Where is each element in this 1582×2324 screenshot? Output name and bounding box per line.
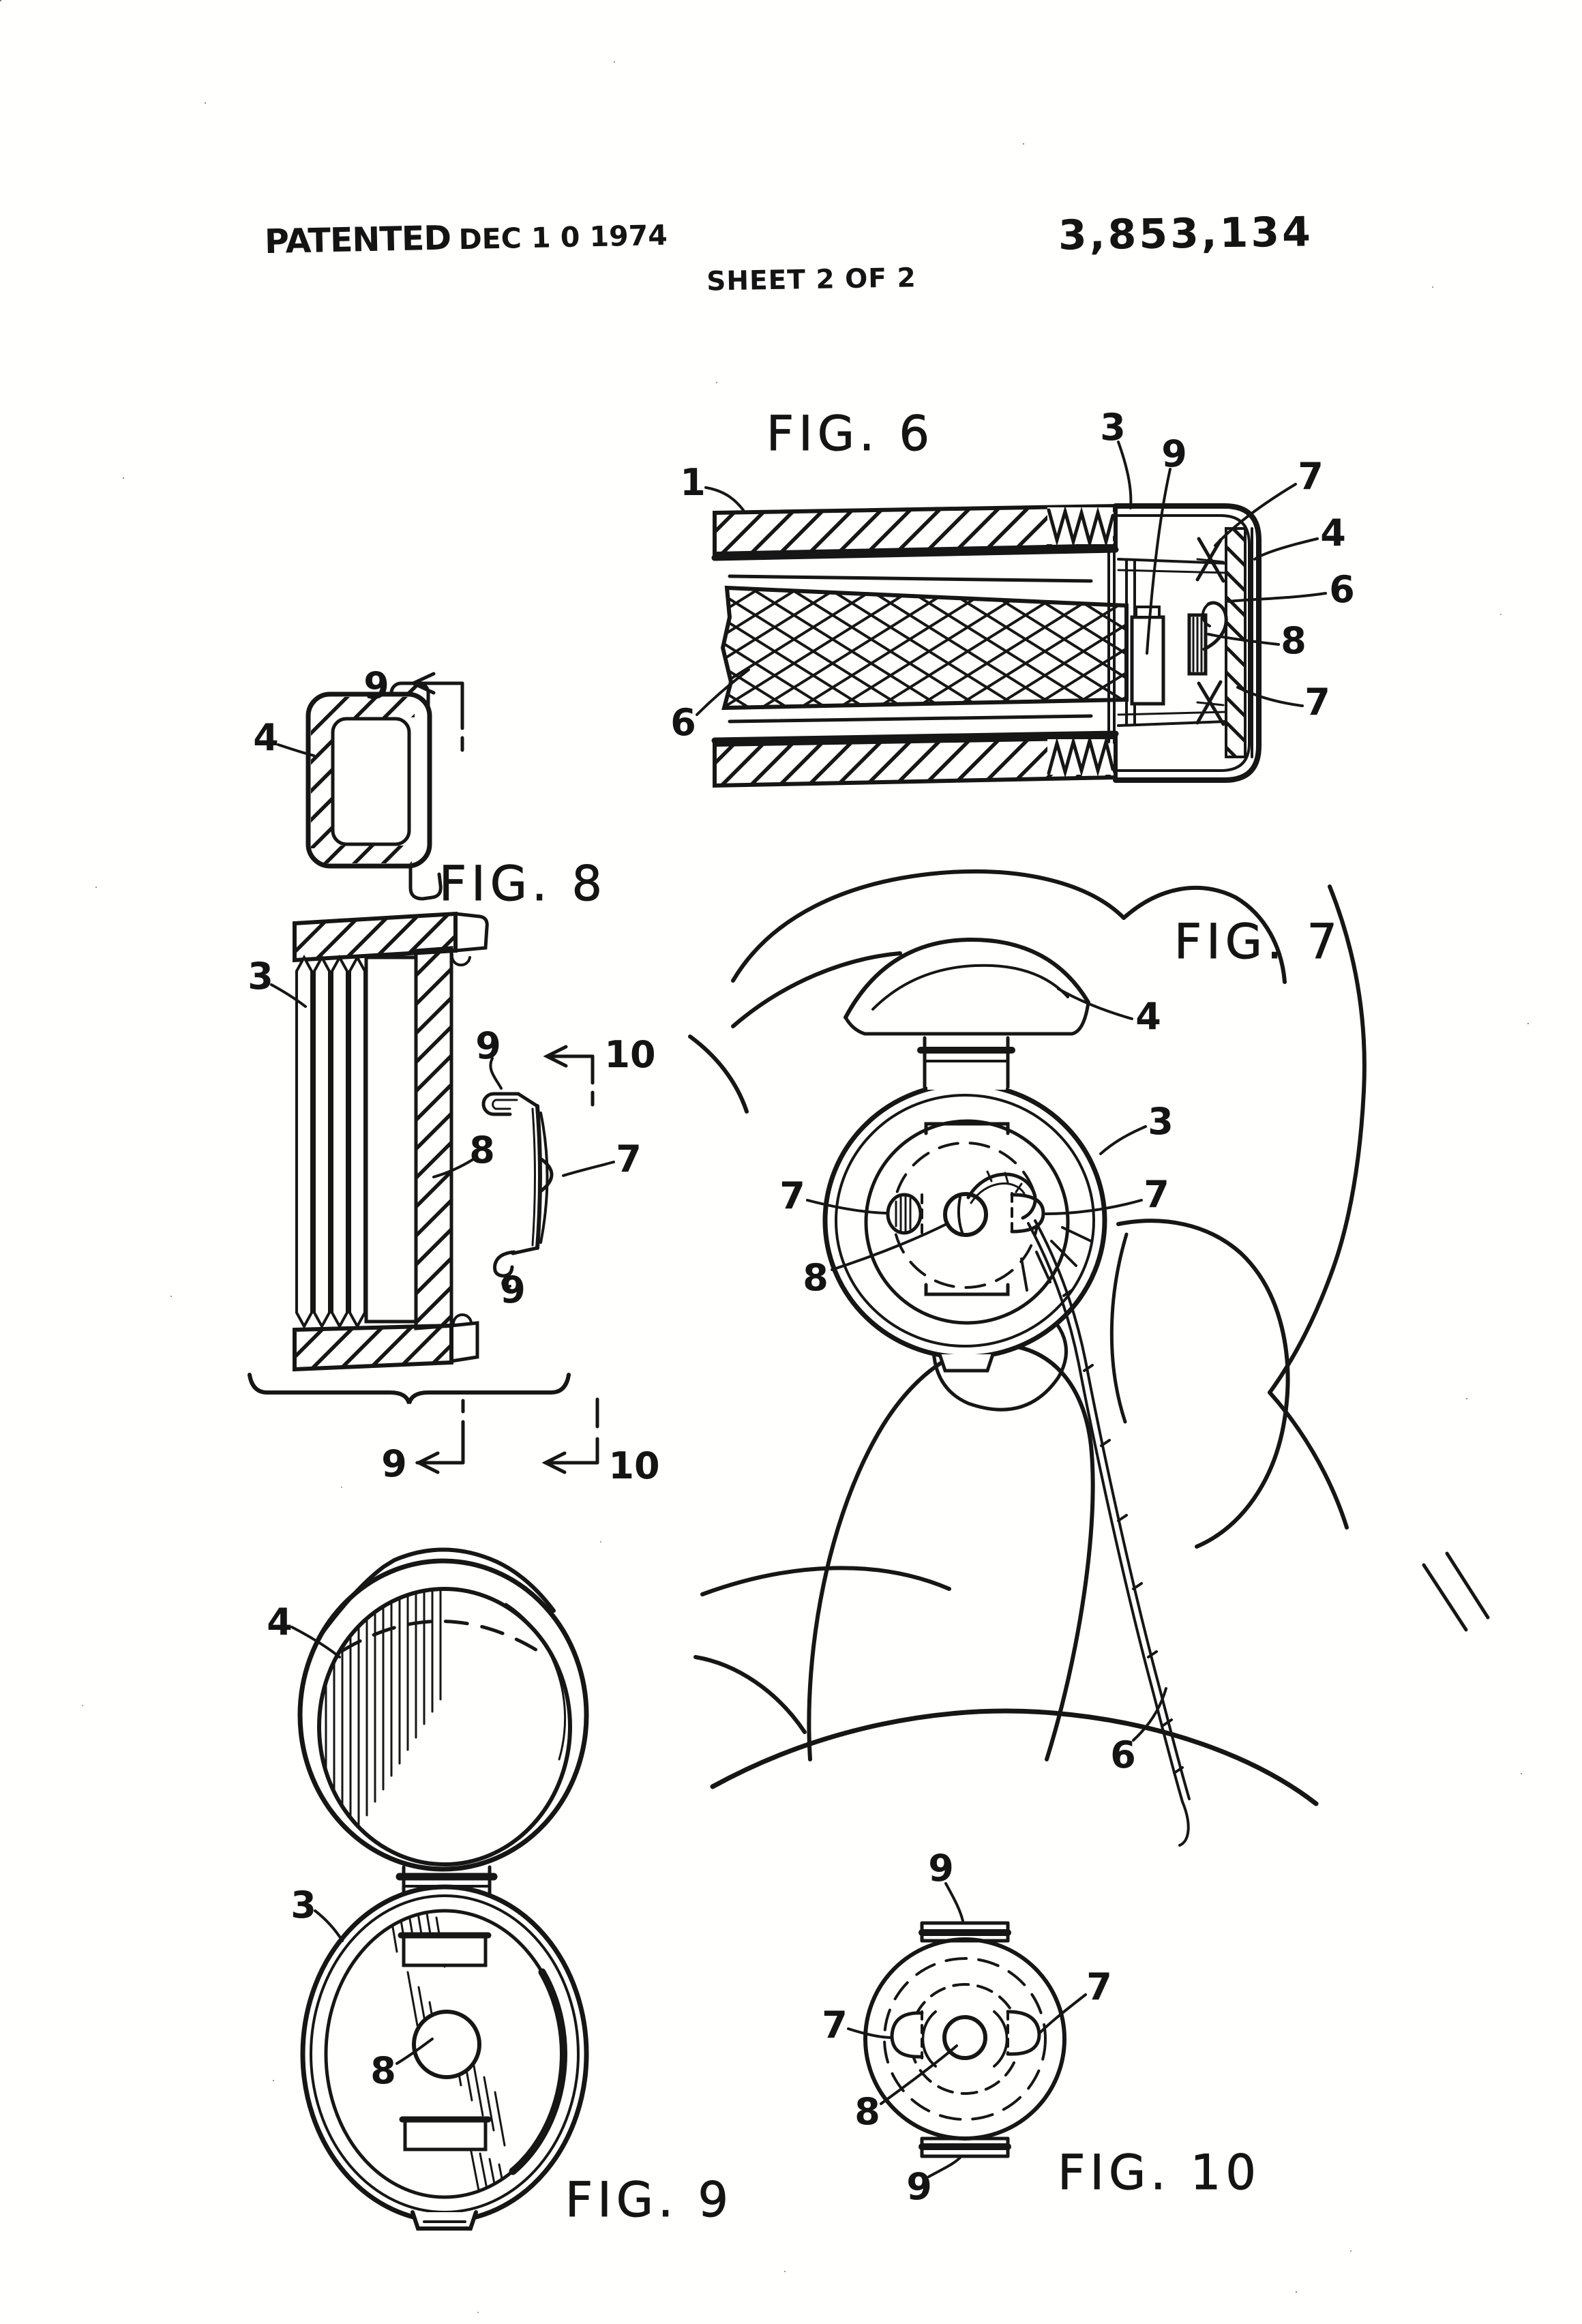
fig9-callout-3: 3 bbox=[290, 1883, 316, 1926]
fig6-callout-9: 9 bbox=[1161, 432, 1187, 475]
fig8-section-marker-10-bottom bbox=[541, 1397, 599, 1474]
fig8-leader-lines bbox=[270, 743, 615, 1289]
fig9-callout-8: 8 bbox=[370, 2049, 396, 2092]
fig7-callout-4: 4 bbox=[1135, 995, 1161, 1038]
fig6-clip-springs bbox=[1195, 537, 1225, 726]
fig6-callout-7-top: 7 bbox=[1298, 455, 1324, 498]
fig7-callout-7-right: 7 bbox=[1144, 1173, 1169, 1216]
fig8-callout-10-bottom: 10 bbox=[608, 1444, 659, 1487]
fig10-callout-9-top: 9 bbox=[928, 1847, 954, 1890]
fig6-callout-1: 1 bbox=[680, 461, 706, 504]
fig6-callout-3: 3 bbox=[1100, 406, 1126, 449]
fig6-floss-path bbox=[1202, 601, 1228, 651]
fig8-callout-9-top: 9 bbox=[363, 664, 389, 707]
fig8-group: FIG. 8 bbox=[248, 664, 660, 1487]
scan-noise bbox=[0, 0, 1, 1]
fig7-callout-6: 6 bbox=[1110, 1733, 1136, 1776]
fig7-floss-strand bbox=[1020, 1219, 1191, 1847]
fig7-callout-3: 3 bbox=[1148, 1100, 1174, 1143]
fig8-callout-7: 7 bbox=[616, 1137, 642, 1180]
fig8-cap bbox=[305, 681, 443, 901]
fig8-callout-9-clip-top: 9 bbox=[475, 1024, 501, 1067]
fig8-callout-9-clip-bottom: 9 bbox=[500, 1268, 526, 1311]
fig6-callout-6-right: 6 bbox=[1329, 568, 1355, 611]
fig7-hand bbox=[688, 869, 1490, 1806]
fig8-brace bbox=[248, 1373, 571, 1404]
fig8-callout-10-top: 10 bbox=[604, 1033, 655, 1076]
fig7-title: FIG. 7 bbox=[1174, 914, 1342, 970]
fig8-section-marker-9-bottom bbox=[415, 1399, 465, 1474]
fig9-title: FIG. 9 bbox=[565, 2172, 733, 2228]
fig6-callout-6-left: 6 bbox=[670, 701, 696, 744]
fig10-disc bbox=[863, 1921, 1066, 2158]
fig7-leader-lines bbox=[806, 987, 1167, 1742]
fig6-leader-lines bbox=[696, 441, 1327, 716]
fig9-leader-lines bbox=[290, 1626, 434, 2065]
fig6-spool-hub bbox=[1187, 613, 1208, 676]
fig9-group: FIG. 9 bbox=[267, 1547, 733, 2231]
fig6-group: FIG. 6 bbox=[670, 406, 1355, 788]
fig8-callout-3: 3 bbox=[248, 955, 273, 998]
fig10-callout-9-bottom: 9 bbox=[906, 2165, 932, 2208]
fig6-cap bbox=[1113, 503, 1262, 783]
fig6-callout-7-bottom: 7 bbox=[1304, 681, 1330, 724]
fig8-spring-clip bbox=[481, 1092, 554, 1278]
fig8-body bbox=[293, 911, 489, 1372]
fig8-title: FIG. 8 bbox=[439, 856, 607, 912]
fig6-callout-4: 4 bbox=[1320, 511, 1346, 554]
fig8-callout-8: 8 bbox=[469, 1129, 495, 1172]
fig7-dispenser bbox=[822, 1036, 1107, 1373]
fig6-callout-8: 8 bbox=[1281, 619, 1307, 662]
fig8-section-marker-10-top bbox=[543, 1045, 595, 1107]
fig9-lid bbox=[297, 1547, 589, 1872]
fig9-base bbox=[300, 1884, 589, 2231]
fig6-title: FIG. 6 bbox=[766, 406, 934, 462]
fig7-lid-open bbox=[844, 937, 1090, 1036]
fig6-floss-core bbox=[720, 585, 1129, 711]
fig10-callout-7-right: 7 bbox=[1086, 1965, 1112, 2008]
fig8-callout-9-bottom: 9 bbox=[381, 1442, 407, 1485]
fig10-title: FIG. 10 bbox=[1058, 2145, 1261, 2201]
fig7-group: FIG. 7 bbox=[688, 869, 1490, 1847]
fig7-callout-8: 8 bbox=[803, 1256, 829, 1299]
fig10-callout-8: 8 bbox=[854, 2090, 880, 2133]
fig8-callout-4: 4 bbox=[253, 716, 279, 759]
fig10-callout-7-left: 7 bbox=[822, 2003, 848, 2046]
fig10-leader-lines bbox=[847, 1882, 1087, 2178]
fig7-callout-7-left: 7 bbox=[779, 1174, 805, 1217]
fig10-group: FIG. 10 bbox=[822, 1847, 1261, 2208]
fig9-callout-4: 4 bbox=[267, 1600, 293, 1643]
